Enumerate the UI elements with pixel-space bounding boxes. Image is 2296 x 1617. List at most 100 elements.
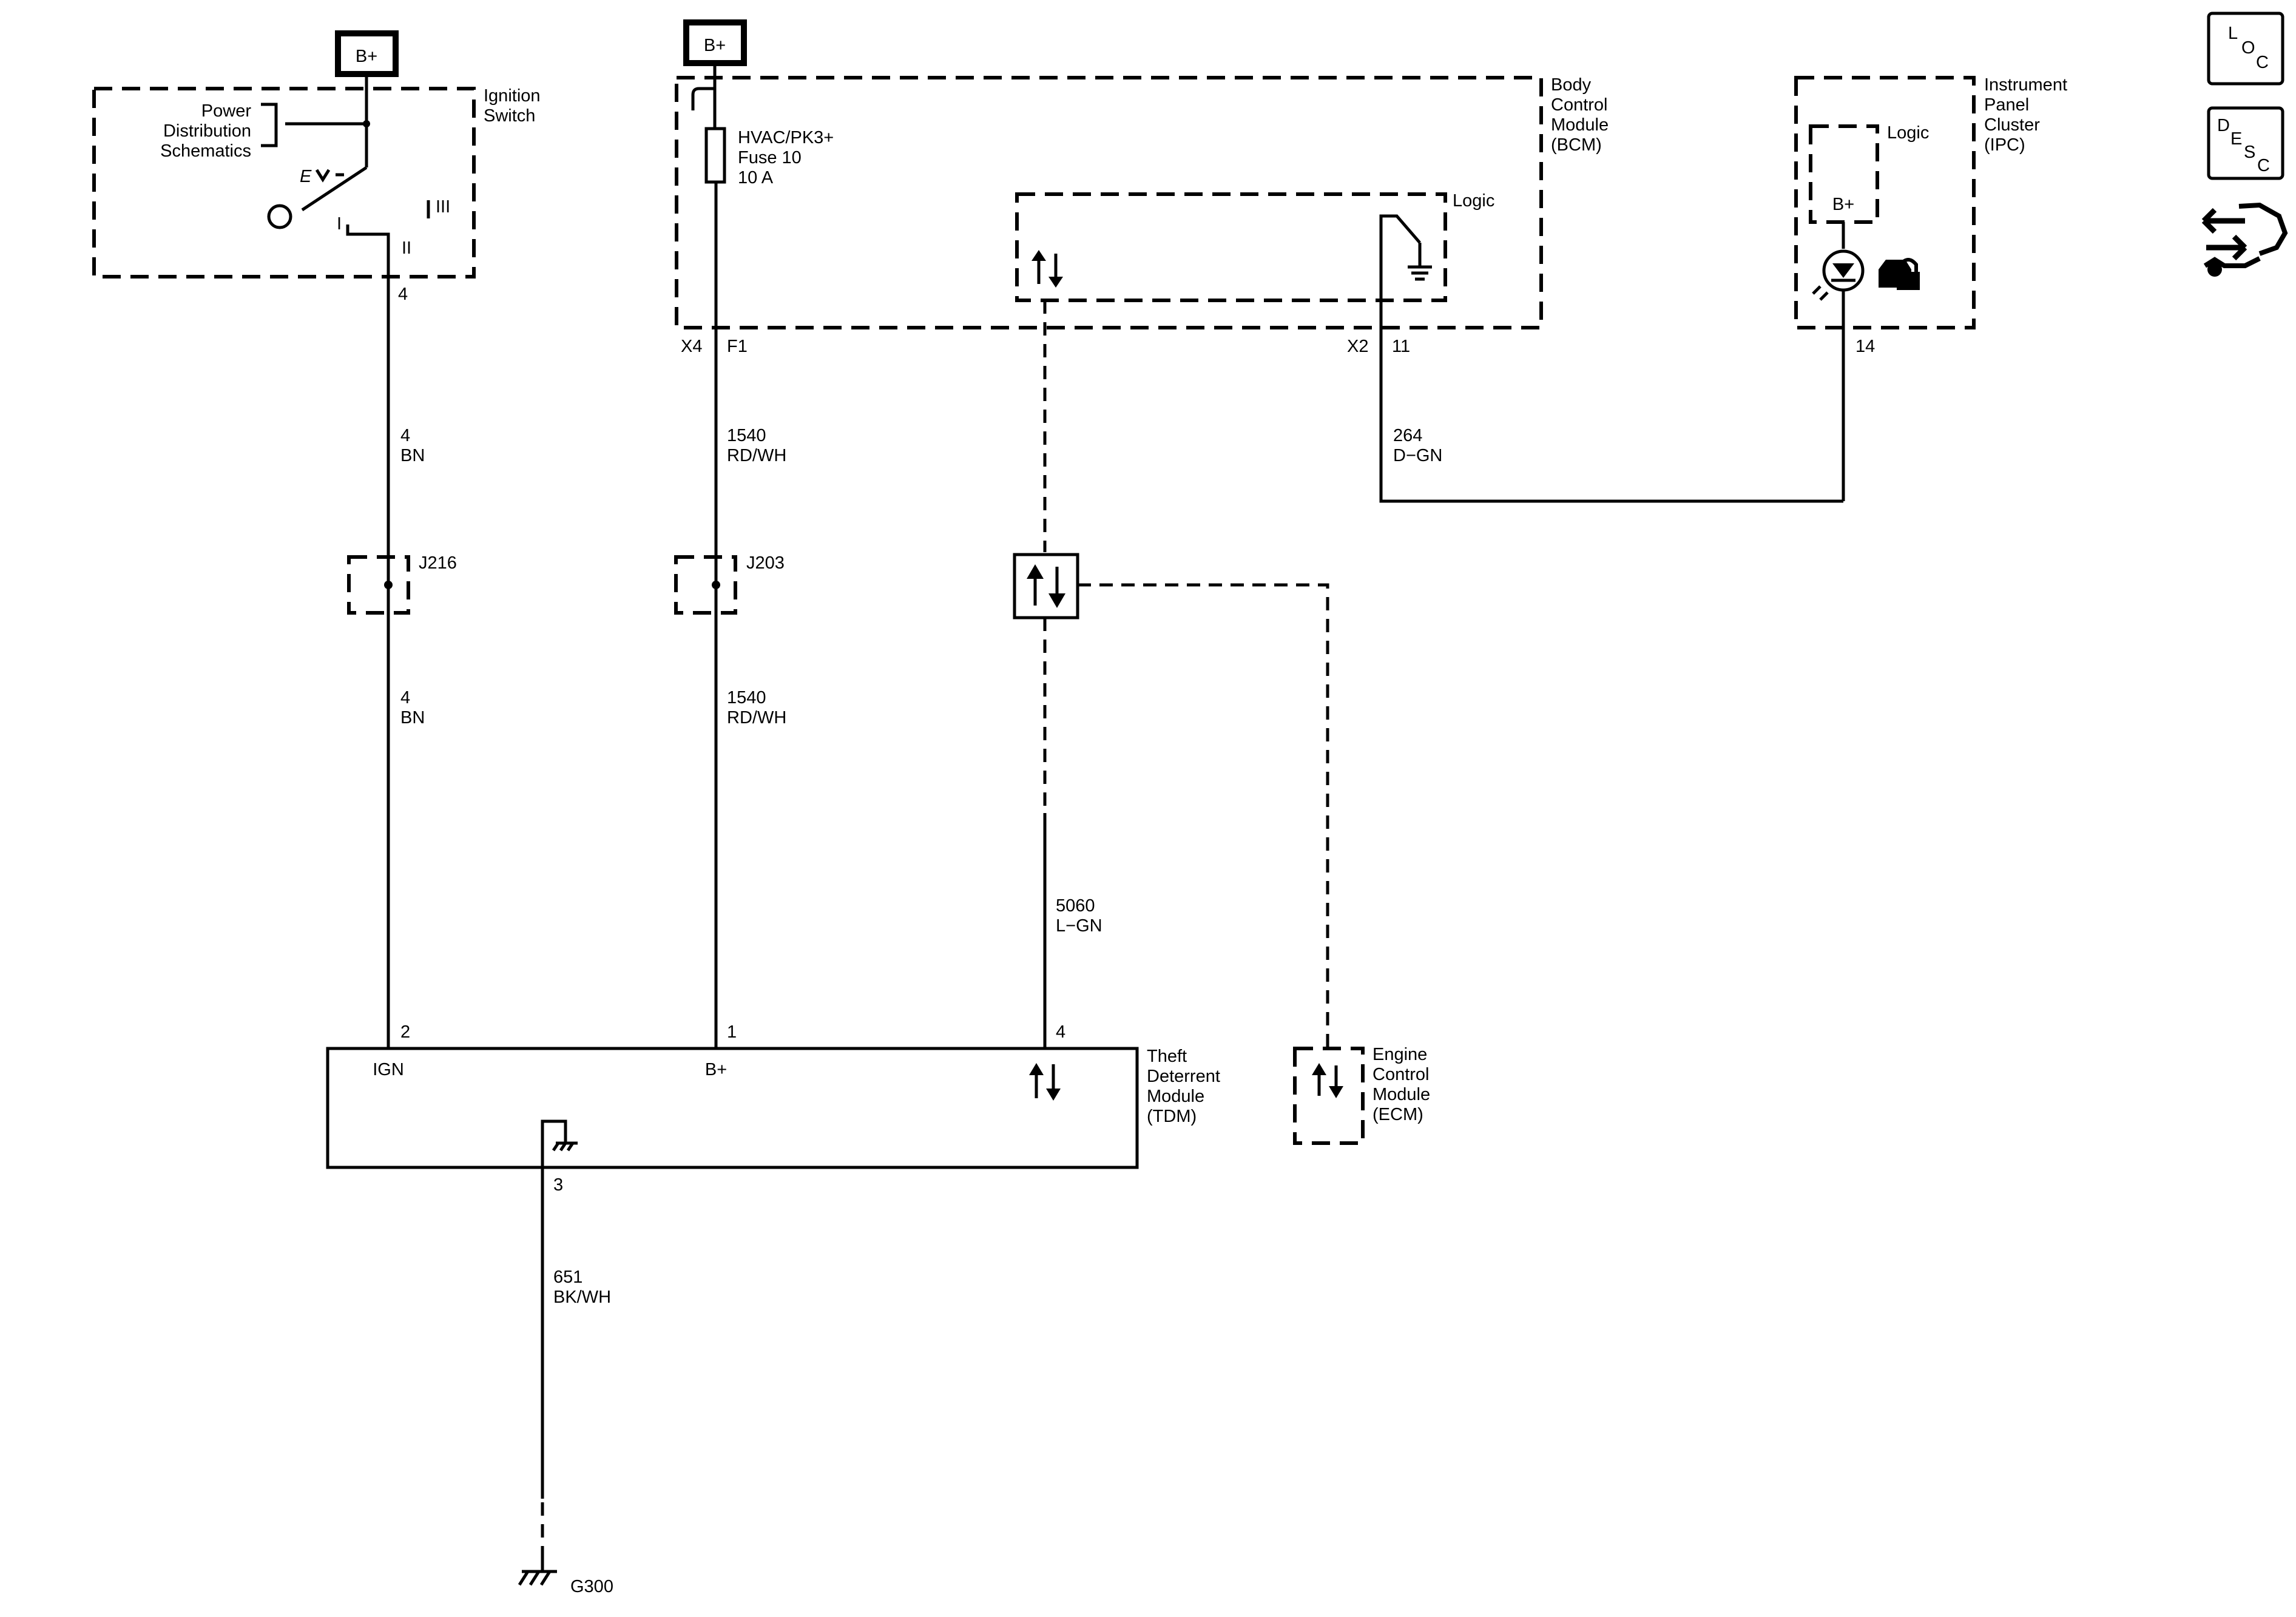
desc-icon: D — [2217, 116, 2230, 135]
wire-color-label: BN — [400, 708, 425, 727]
instrument-panel-cluster: Instrument Panel Cluster (IPC) Logic B+ … — [1794, 75, 2067, 501]
security-indicator-led-icon — [1812, 249, 1865, 301]
splice-j216-label: J216 — [419, 553, 457, 573]
tdm-label-1: Theft — [1147, 1047, 1187, 1066]
circuit-1540-rdwh: 1540 RD/WH 1540 RD/WH — [714, 328, 786, 1048]
circuit-4-bn: 4 BN 4 BN — [387, 277, 425, 1048]
svg-text:S: S — [2244, 143, 2255, 162]
ipc-logic-label: Logic — [1887, 123, 1929, 143]
tdm-pin-2: 2 — [400, 1022, 410, 1042]
loc-icon: L — [2228, 24, 2238, 43]
switch-pos-iii: III — [436, 197, 450, 217]
ignition-switch: Power Distribution Schematics E I II III… — [92, 74, 541, 304]
ignition-switch-label-1: Ignition — [484, 86, 541, 106]
connector-wrench-icon — [2201, 202, 2288, 277]
splice-j203-label: J203 — [746, 553, 785, 573]
bcm-pin-f1: F1 — [727, 337, 748, 356]
tdm-label-4: (TDM) — [1147, 1107, 1197, 1126]
tdm-pin-3: 3 — [553, 1175, 563, 1195]
ecm-label-2: Control — [1373, 1065, 1430, 1084]
svg-text:C: C — [2256, 53, 2269, 72]
ipc-label-1: Instrument — [1984, 75, 2067, 95]
internal-ground-icon — [541, 1119, 578, 1167]
ipc-label-2: Panel — [1984, 95, 2029, 115]
wire-label: 651 — [553, 1268, 582, 1287]
switch-pos-ii: II — [402, 238, 411, 258]
bidirectional-data-icon — [1029, 1063, 1061, 1101]
bidirectional-data-icon — [1312, 1063, 1343, 1098]
serial-data-circuit-5060: 5060 L−GN — [1043, 300, 1329, 1048]
bcm-connector-x2: X2 — [1347, 337, 1368, 356]
fuse-label-2: Fuse 10 — [738, 148, 802, 167]
bcm-label-4: (BCM) — [1551, 135, 1602, 155]
switch-contact — [267, 204, 292, 229]
tdm-pin-4: 4 — [1056, 1022, 1065, 1042]
tdm-bplus-label: B+ — [705, 1060, 727, 1079]
svg-text:C: C — [2257, 156, 2270, 175]
wire-color-label: L−GN — [1056, 916, 1102, 936]
bcm-label-3: Module — [1551, 115, 1609, 135]
ground-g300-label: G300 — [570, 1577, 613, 1596]
svg-text:E: E — [2230, 129, 2242, 149]
theft-deterrent-module: 2 1 4 IGN B+ 3 Theft Deterrent Module (T… — [326, 1022, 1220, 1195]
bcm-label-2: Control — [1551, 95, 1608, 115]
bcm-logic-boundary — [1015, 192, 1447, 302]
desc-button[interactable]: D E S C — [2207, 106, 2284, 180]
splice-j203: J203 — [674, 553, 785, 615]
ipc-label-4: (IPC) — [1984, 135, 2025, 155]
wire-label: 1540 — [727, 426, 766, 445]
pds-label-3: Schematics — [160, 141, 251, 161]
ignition-switch-pin: 4 — [398, 285, 408, 304]
ground-g300: G300 — [518, 1559, 613, 1596]
fuse-10-icon — [704, 127, 726, 184]
bcm-label-1: Body — [1551, 75, 1592, 95]
internal-connector-icon — [691, 87, 715, 110]
ignition-switch-label-2: Switch — [484, 106, 535, 126]
ipc-label-3: Cluster — [1984, 115, 2040, 135]
serial-data-junction-icon — [1013, 553, 1079, 619]
pds-label-1: Power — [201, 101, 252, 121]
fuse-label-1: HVAC/PK3+ — [738, 128, 834, 147]
wire-color-label: RD/WH — [727, 446, 786, 465]
ecm-label-1: Engine — [1373, 1045, 1427, 1064]
switch-blade — [301, 166, 368, 212]
tdm-label-3: Module — [1147, 1087, 1204, 1106]
bidirectional-data-icon — [1032, 250, 1063, 288]
fuse-label-3: 10 A — [738, 168, 774, 187]
switch-pos-i: I — [337, 214, 342, 234]
tdm-boundary — [326, 1047, 1139, 1169]
wire-label: 4 — [400, 688, 410, 707]
wire-color-label: BN — [400, 446, 425, 465]
bcm-logic-label: Logic — [1453, 191, 1494, 211]
bcm-connector-x4: X4 — [681, 337, 702, 356]
wire-label: 4 — [400, 426, 410, 445]
bplus-source-bcm: B+ — [683, 19, 747, 66]
low-side-driver-icon — [1379, 214, 1432, 328]
ignition-switch-boundary — [92, 87, 476, 279]
svg-text:B+: B+ — [356, 47, 377, 66]
ipc-pin-14: 14 — [1855, 337, 1875, 356]
ecm-label-3: Module — [1373, 1085, 1430, 1104]
engine-control-module: Engine Control Module (ECM) — [1293, 1045, 1430, 1145]
wire-label: 1540 — [727, 688, 766, 707]
bcm-pin-11: 11 — [1392, 337, 1410, 356]
wire-color-label: RD/WH — [727, 708, 786, 727]
loc-button[interactable]: L O C — [2207, 12, 2284, 86]
ipc-bplus-label: B+ — [1832, 195, 1854, 214]
ipc-boundary — [1794, 76, 1976, 329]
bplus-source-ignition: B+ — [335, 30, 399, 77]
pds-label-2: Distribution — [163, 121, 251, 141]
key-actuator-icon: E — [300, 167, 312, 186]
tdm-ign-label: IGN — [373, 1060, 404, 1079]
wire-color-label: D−GN — [1393, 446, 1442, 465]
ecm-label-4: (ECM) — [1373, 1105, 1423, 1124]
tdm-label-2: Deterrent — [1147, 1067, 1220, 1086]
wire-label: 5060 — [1056, 896, 1095, 916]
wire-label: 264 — [1393, 426, 1422, 445]
body-control-module: Body Control Module (BCM) HVAC/PK3+ Fuse… — [675, 63, 1609, 356]
wire-color-label: BK/WH — [553, 1288, 611, 1307]
connector-wrench-button[interactable] — [2201, 202, 2288, 277]
svg-text:B+: B+ — [704, 36, 726, 55]
svg-text:O: O — [2241, 38, 2255, 58]
